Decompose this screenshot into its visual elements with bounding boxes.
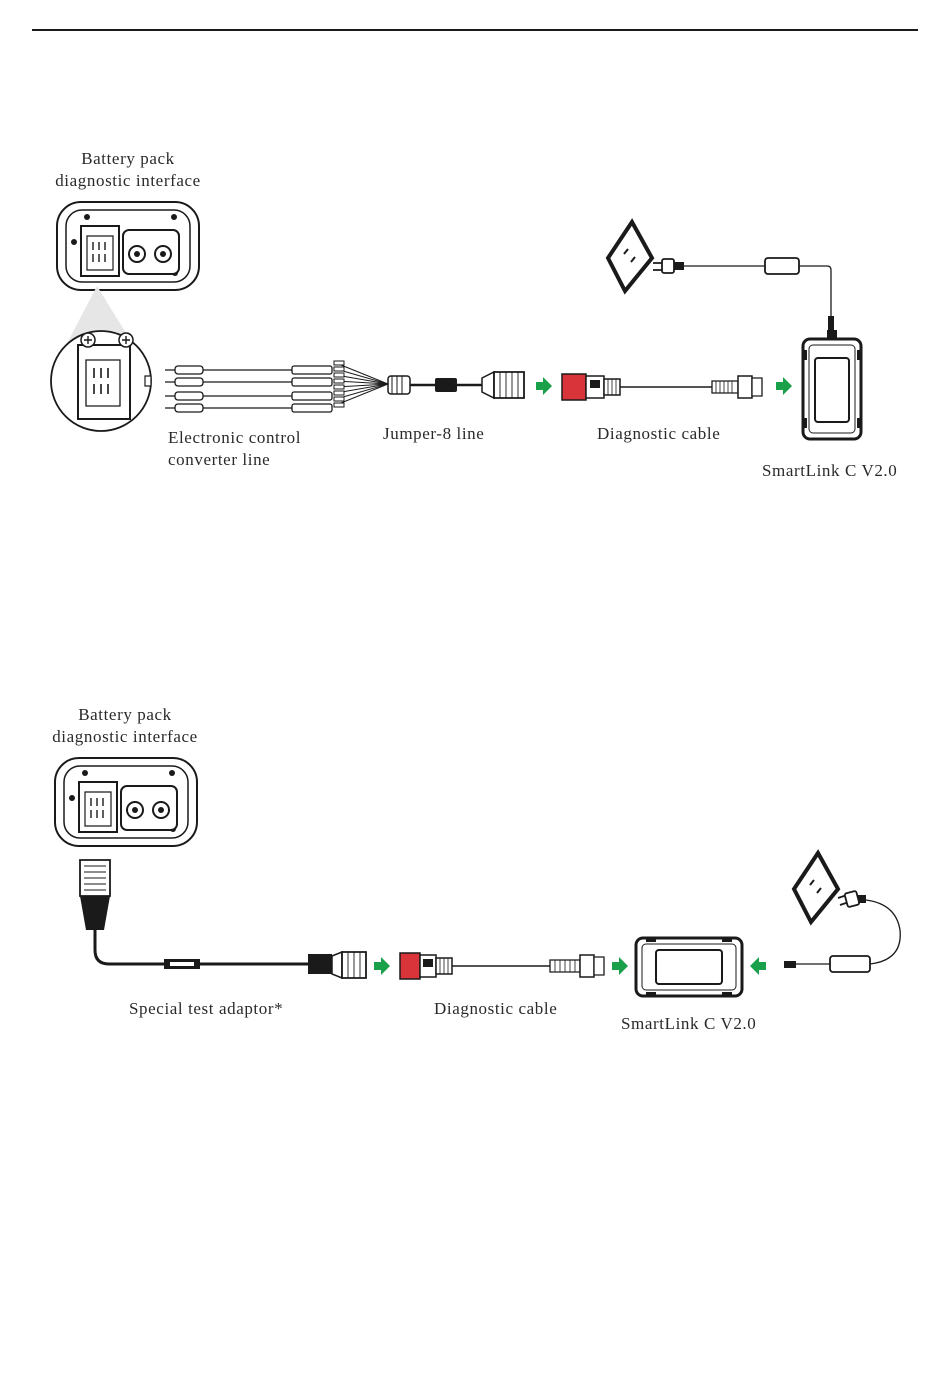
battery-interface-label-line1: Battery pack bbox=[48, 148, 208, 170]
diagnostic-cable-icon bbox=[562, 374, 762, 400]
battery-interface-label: Battery pack diagnostic interface bbox=[48, 148, 208, 192]
jumper-line-label: Jumper-8 line bbox=[383, 423, 484, 445]
battery-interface-label: Battery pack diagnostic interface bbox=[45, 704, 205, 748]
battery-interface-icon bbox=[55, 758, 197, 846]
battery-interface-label-line2: diagnostic interface bbox=[48, 170, 208, 192]
jumper-connector-icon bbox=[388, 372, 524, 398]
battery-interface-label-line1: Battery pack bbox=[45, 704, 205, 726]
flow-arrow-icon bbox=[750, 957, 766, 975]
wire-bundle-icon bbox=[165, 361, 388, 412]
ecc-line-label: Electronic control converter line bbox=[168, 427, 301, 471]
smartlink-device-icon bbox=[636, 938, 742, 996]
smartlink-device-label: SmartLink C V2.0 bbox=[621, 1013, 756, 1035]
diagnostic-cable-icon bbox=[400, 953, 604, 979]
power-plug-icon bbox=[653, 259, 765, 273]
flow-arrow-icon bbox=[776, 377, 792, 395]
power-adapter-icon bbox=[784, 956, 870, 972]
diagnostic-cable-label: Diagnostic cable bbox=[434, 998, 557, 1020]
diagnostic-cable-label: Diagnostic cable bbox=[597, 423, 720, 445]
power-plug-icon bbox=[838, 891, 900, 964]
test-adaptor-label: Special test adaptor* bbox=[129, 998, 283, 1020]
wall-outlet-icon bbox=[608, 222, 652, 291]
power-adapter-icon bbox=[765, 258, 834, 330]
flow-arrow-icon bbox=[374, 957, 390, 975]
flow-arrow-icon bbox=[612, 957, 628, 975]
ecc-line-label-line2: converter line bbox=[168, 449, 301, 471]
wall-outlet-icon bbox=[794, 853, 838, 922]
battery-interface-label-line2: diagnostic interface bbox=[45, 726, 205, 748]
smartlink-device-label: SmartLink C V2.0 bbox=[762, 460, 897, 482]
test-adaptor-icon bbox=[80, 860, 366, 978]
flow-arrow-icon bbox=[536, 377, 552, 395]
magnified-connector-icon bbox=[51, 286, 151, 431]
ecc-line-label-line1: Electronic control bbox=[168, 427, 301, 449]
smartlink-device-icon bbox=[803, 330, 861, 439]
battery-interface-icon bbox=[57, 202, 199, 290]
